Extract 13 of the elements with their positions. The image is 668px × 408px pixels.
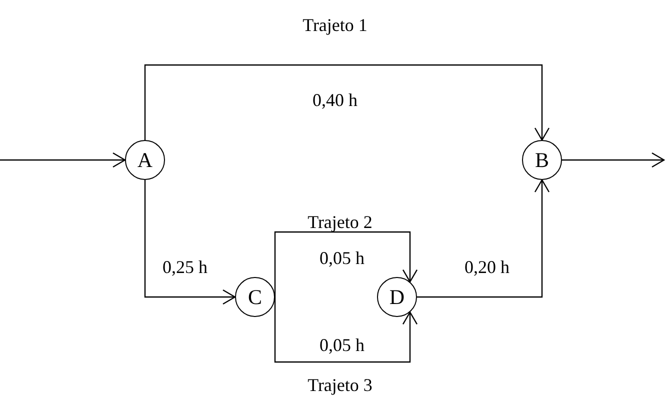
path-label: Trajeto 3 xyxy=(308,374,372,396)
path-label: Trajeto 2 xyxy=(308,210,372,234)
edge-label: 0,20 h xyxy=(464,256,510,278)
arrow xyxy=(144,64,550,141)
arrow xyxy=(417,179,550,298)
edge-label: 0,05 h xyxy=(320,334,364,356)
arrow xyxy=(144,180,236,305)
path-label: Trajeto 1 xyxy=(302,14,368,36)
edge-label: 0,25 h xyxy=(162,256,208,278)
arrow xyxy=(562,152,665,168)
edge-label: 0,40 h xyxy=(312,88,358,112)
arrow xyxy=(0,152,126,168)
edge-label: 0,05 h xyxy=(320,246,364,270)
